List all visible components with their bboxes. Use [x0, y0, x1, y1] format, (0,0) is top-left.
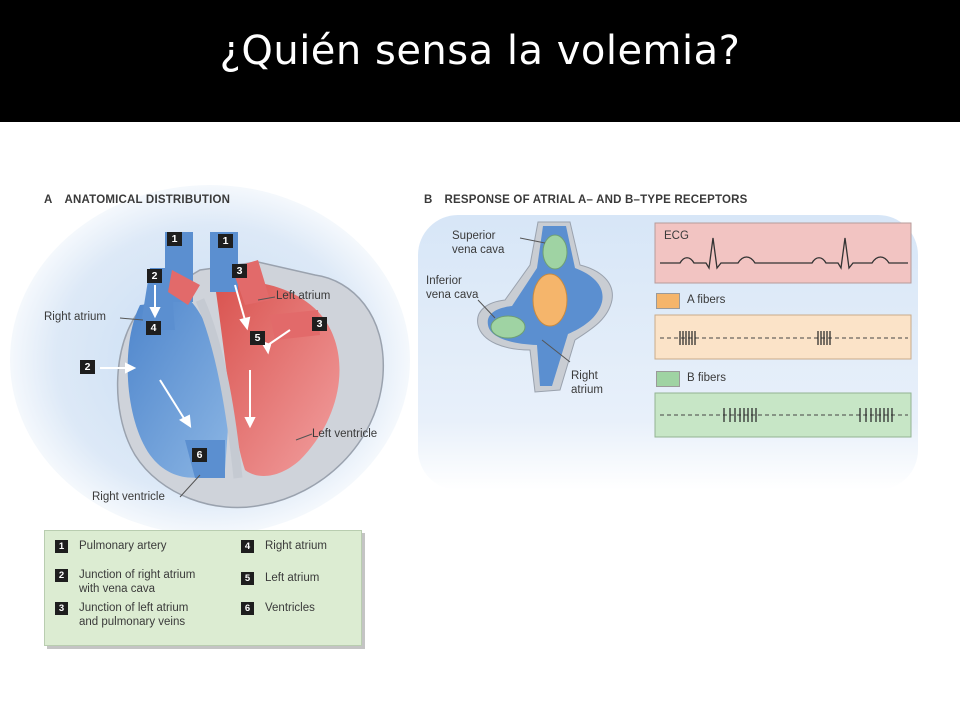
atrial-a-receptor	[532, 273, 568, 327]
a-fiber-swatch	[656, 293, 680, 309]
b-fiber-spikes	[723, 408, 893, 422]
label-superior-line2: vena cava	[452, 244, 505, 256]
label-right-atrium-b-line1: Right	[571, 370, 598, 382]
legend-box: 1 Pulmonary artery 2 Junction of right a…	[44, 530, 362, 646]
panel-a-title: ANATOMICAL DISTRIBUTION	[64, 194, 231, 206]
ecg-waveform	[660, 237, 908, 270]
legend-num: 1	[55, 540, 68, 553]
legend-num: 2	[55, 569, 68, 582]
panel-a-heading: A ANATOMICAL DISTRIBUTION	[44, 194, 230, 206]
label-left-ventricle: Left ventricle	[312, 428, 378, 440]
marker-1-pulmonary-artery: 1	[167, 232, 182, 246]
marker-1-vena-cava: 1	[218, 234, 233, 248]
a-fiber-trace-box	[654, 314, 912, 360]
inferior-vena-cava-receptor	[490, 315, 526, 339]
a-fibers-label: A fibers	[687, 294, 726, 306]
label-inferior-line2: vena cava	[426, 289, 479, 301]
legend-num: 3	[55, 602, 68, 615]
slide-title: ¿Quién sensa la volemia?	[219, 28, 741, 74]
b-fiber-swatch	[656, 371, 680, 387]
marker-4: 4	[146, 321, 161, 335]
flow-arrows	[100, 284, 291, 429]
marker-2-left: 2	[80, 360, 95, 374]
legend-text-line2: and pulmonary veins	[79, 616, 186, 628]
title-bar: ¿Quién sensa la volemia?	[0, 0, 960, 122]
legend-text: Junction of left atrium	[79, 602, 189, 614]
right-heart-chambers	[127, 300, 230, 478]
leader-lines-a	[119, 296, 313, 498]
leader-lines-b	[477, 237, 571, 363]
a-fiber-spikes	[679, 331, 831, 345]
label-right-atrium-b: Right atrium	[571, 369, 603, 397]
right-atrium-inlet	[140, 268, 175, 330]
label-superior-line1: Superior	[452, 230, 496, 242]
legend-num: 6	[241, 602, 254, 615]
ecg-label: ECG	[664, 230, 689, 242]
label-right-atrium-b-line2: atrium	[571, 384, 603, 396]
legend-text-line2: with vena cava	[79, 583, 156, 595]
marker-3-top: 3	[232, 264, 247, 278]
marker-2-top: 2	[147, 269, 162, 283]
septum	[195, 298, 243, 479]
legend-text: Ventricles	[265, 602, 315, 614]
legend-num: 4	[241, 540, 254, 553]
marker-3-right: 3	[312, 317, 327, 331]
marker-6: 6	[192, 448, 207, 462]
panel-b-title: RESPONSE OF ATRIAL A– AND B–TYPE RECEPTO…	[444, 194, 748, 206]
atria-illustration	[477, 221, 613, 393]
b-fibers-label: B fibers	[687, 372, 726, 384]
label-left-atrium: Left atrium	[276, 290, 331, 302]
panel-a-letter: A	[44, 194, 53, 206]
ecg-trace-box	[654, 222, 912, 284]
legend-text: Junction of right atrium	[79, 569, 196, 581]
panel-b-letter: B	[424, 194, 433, 206]
superior-vena-cava-receptor	[542, 234, 568, 270]
legend-text: Pulmonary artery	[79, 540, 167, 552]
label-right-ventricle: Right ventricle	[92, 491, 165, 503]
legend-text: Left atrium	[265, 572, 320, 584]
marker-5: 5	[250, 331, 265, 345]
legend-text: Right atrium	[265, 540, 327, 552]
pulmonary-artery-branch	[168, 270, 200, 305]
label-inferior-vena-cava: Inferior vena cava	[426, 274, 478, 302]
label-superior-vena-cava: Superior vena cava	[452, 229, 504, 257]
pulmonary-vein-right	[270, 310, 320, 340]
label-right-atrium: Right atrium	[44, 311, 106, 323]
label-inferior-line1: Inferior	[426, 275, 462, 287]
panel-b-heading: B RESPONSE OF ATRIAL A– AND B–TYPE RECEPT…	[424, 194, 748, 206]
legend-num: 5	[241, 572, 254, 585]
